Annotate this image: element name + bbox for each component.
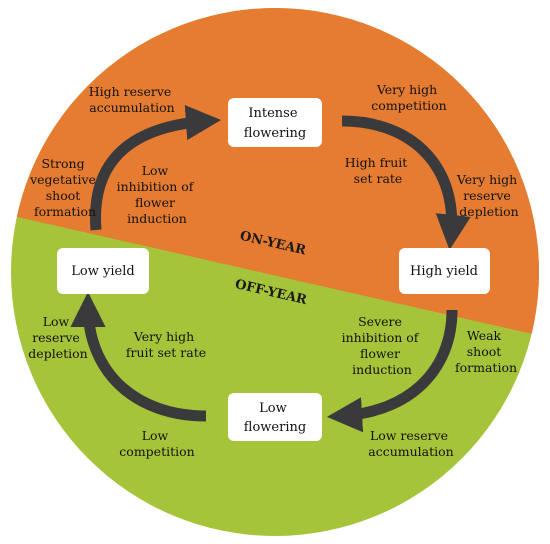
svg-text:Intense flowering: Intense flowering [244,106,306,141]
annotation-high-reserve-accumulation: High reserve accumulation [89,84,176,115]
stage-high-yield: High yield [399,248,490,294]
arrow-low-yield-to-intense-flowering [90,104,222,231]
annotation-very-high-reserve-depletion: Very high reserve depletion [456,172,521,219]
annotation-severe-inhibition-flower-induction: Severe inhibition of flower induction [342,314,423,377]
annotation-weak-shoot-formation: Weak shoot formation [455,328,517,375]
annotation-very-high-competition: Very high competition [371,82,446,113]
annotation-low-reserve-depletion: Low reserve depletion [28,314,87,361]
stage-intense-flowering: Intense flowering [228,98,322,147]
svg-text:Low flowering: Low flowering [244,401,306,435]
annotation-low-inhibition-flower-induction: Low inhibition of flower induction [117,163,198,226]
annotation-low-reserve-accumulation: Low reserve accumulation [368,428,453,459]
annotation-high-fruit-set-rate: High fruit set rate [345,155,412,186]
stage-low-yield: Low yield [57,248,149,294]
arrow-high-yield-to-low-flowering [326,309,458,433]
annotation-strong-vegetative-shoot-formation: Strong vegetative shoot formation [29,156,100,219]
annotation-very-high-fruit-set-rate: Very high fruit set rate [126,329,206,360]
annotation-low-competition: Low competition [119,428,194,459]
svg-text:High yield: High yield [410,264,478,279]
svg-text:Low yield: Low yield [71,264,134,279]
arrow-intense-flowering-to-high-yield [341,115,471,251]
stage-low-flowering: Low flowering [228,393,322,441]
arrow-low-flowering-to-low-yield [70,291,207,422]
